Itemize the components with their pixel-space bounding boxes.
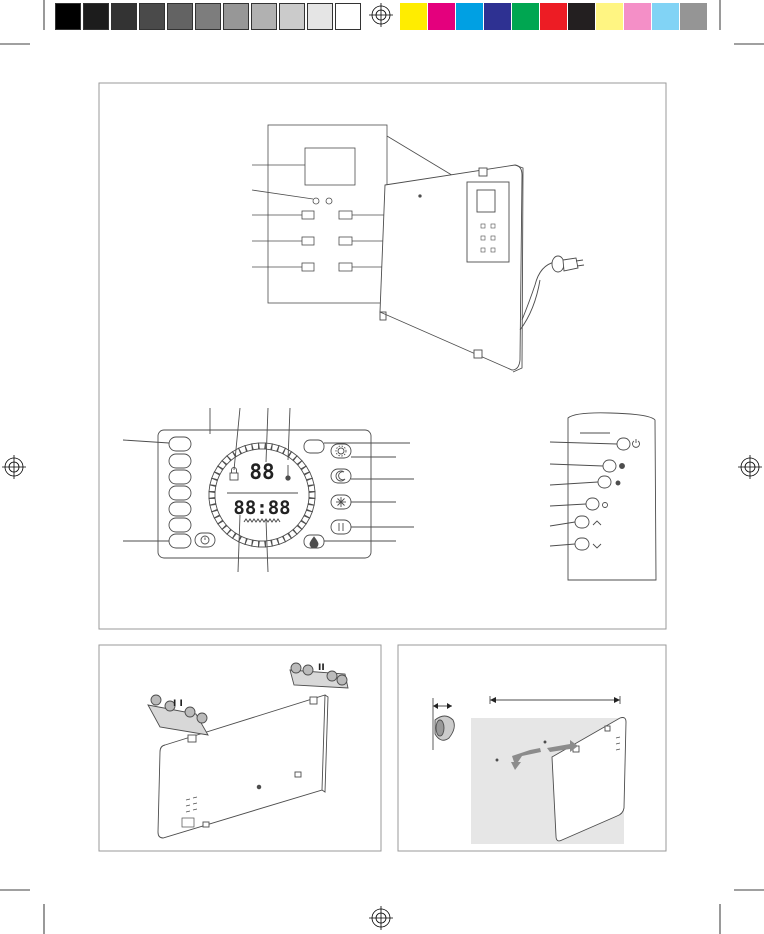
sun-icon <box>336 446 346 456</box>
registration-mark-right <box>738 455 762 479</box>
panel-key <box>339 211 352 219</box>
registration-mark-bottom <box>369 906 393 930</box>
drop-icon <box>310 537 318 548</box>
panel-indicator-led <box>313 198 319 204</box>
pause-icon <box>339 523 343 531</box>
panel-key <box>302 211 314 219</box>
panel-display-window <box>305 148 355 185</box>
mount-mark-right: II <box>318 663 325 673</box>
thermometer-icon <box>286 465 290 480</box>
heater-bracket-illustration <box>148 663 348 838</box>
heating-wave-icon <box>244 519 280 522</box>
snowflake-icon <box>336 497 346 507</box>
remote-control <box>550 413 656 580</box>
bell-icon <box>620 464 625 469</box>
panel-key <box>302 263 314 271</box>
remote-lcd-display: 88 88:88 <box>123 408 414 572</box>
moon-icon <box>336 471 345 481</box>
heater-unit <box>380 165 523 372</box>
clock-digits: 88:88 <box>233 497 290 519</box>
temperature-digits: 88 <box>249 460 274 484</box>
wall-hanging-illustration <box>433 696 626 844</box>
program-segment-ring <box>209 443 315 547</box>
registration-mark-top <box>369 3 393 27</box>
power-cord-plug <box>520 256 584 330</box>
registration-mark-left <box>2 455 26 479</box>
panel-key <box>339 263 352 271</box>
panel-key <box>302 237 314 245</box>
panel-indicator-led <box>326 198 332 204</box>
mount-mark-left: I I <box>173 699 183 709</box>
panel-key <box>339 237 352 245</box>
timer-icon <box>616 481 620 485</box>
